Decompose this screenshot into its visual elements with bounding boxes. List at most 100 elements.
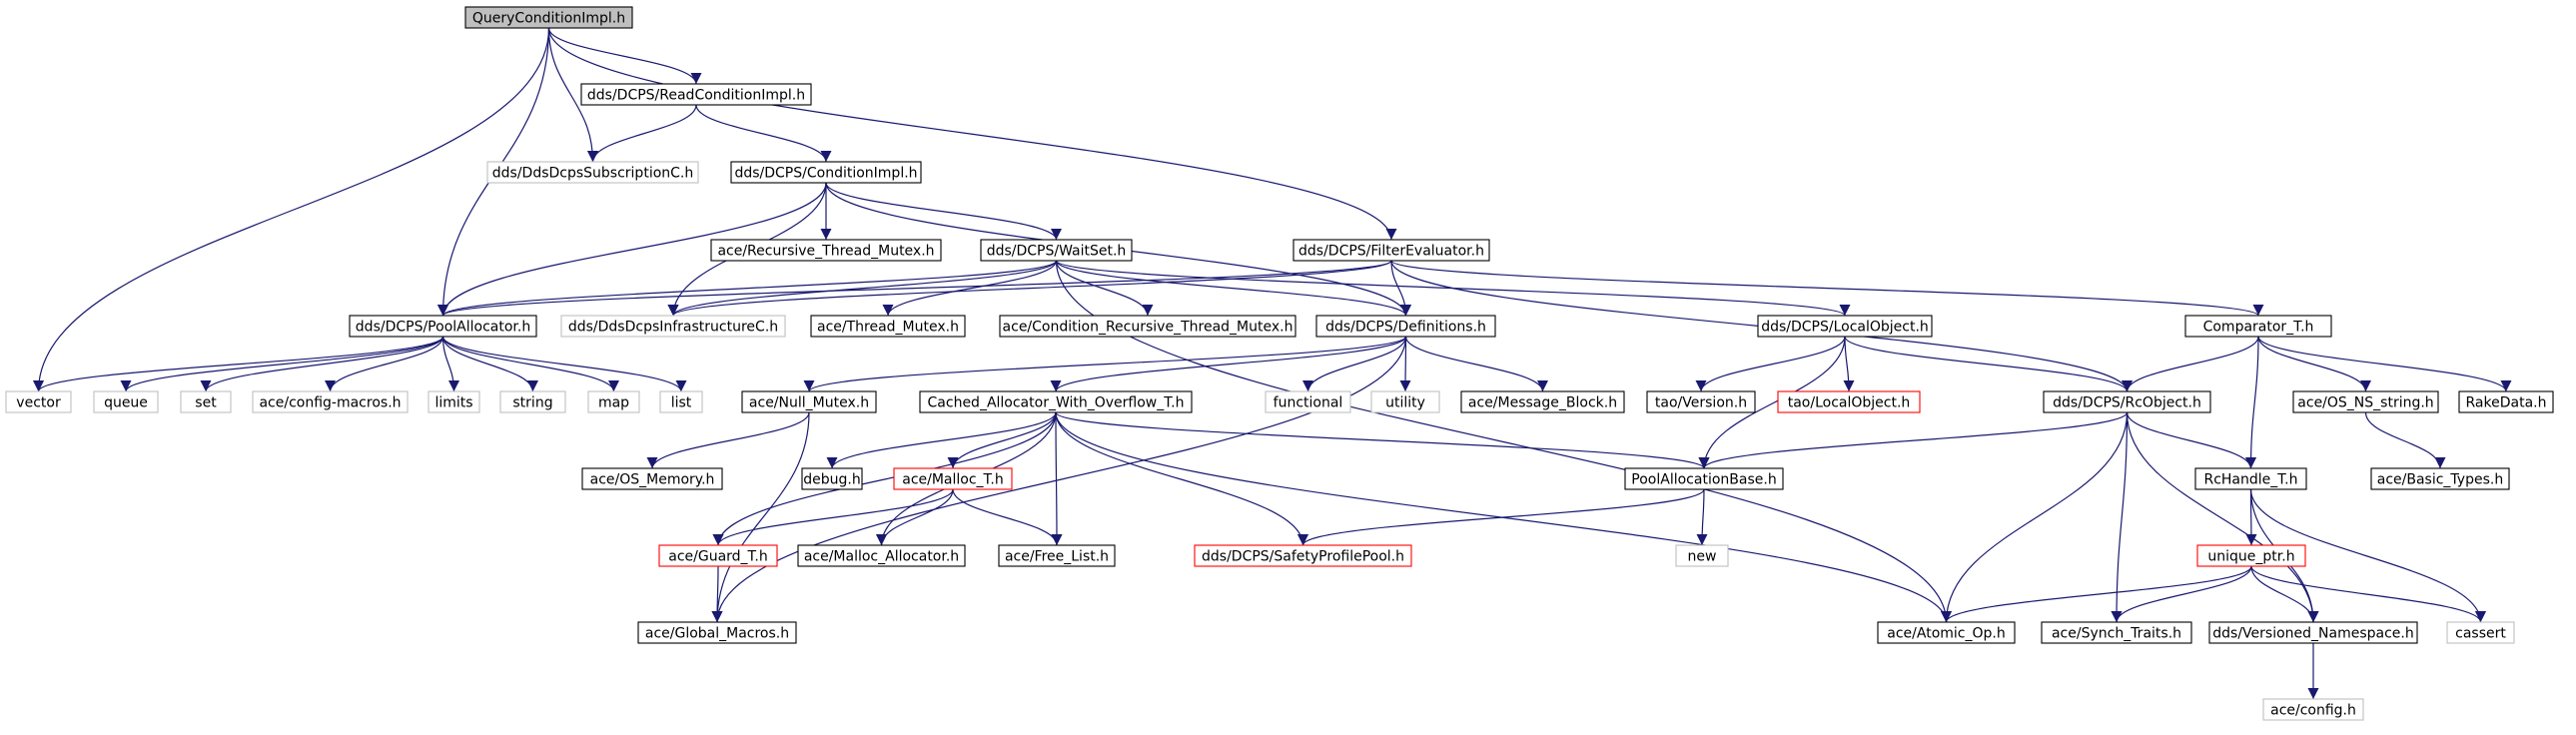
node-label-cassert: cassert — [2455, 626, 2506, 642]
node-label-nullmutex: ace/Null_Mutex.h — [749, 395, 869, 411]
node-waitset[interactable]: dds/DCPS/WaitSet.h — [980, 239, 1133, 262]
node-localobj[interactable]: dds/DCPS/LocalObject.h — [1757, 315, 1933, 338]
edge-condimpl-to-waitset — [825, 182, 1062, 241]
node-threadmutex[interactable]: ace/Thread_Mutex.h — [810, 315, 966, 338]
node-nullmutex[interactable]: ace/Null_Mutex.h — [741, 390, 877, 413]
edge-rcobject-to-atomicop — [1941, 411, 2129, 623]
edge-root-to-readcond — [547, 27, 702, 85]
node-label-versionedns: dds/Versioned_Namespace.h — [2212, 626, 2413, 642]
node-osmemory[interactable]: ace/OS_Memory.h — [581, 467, 723, 490]
node-taoversion[interactable]: tao/Version.h — [1646, 390, 1756, 413]
node-label-atomicop: ace/Atomic_Op.h — [1887, 626, 2005, 642]
node-box-waitset — [980, 239, 1133, 262]
edge-rcobject-to-poolallocbase — [1698, 411, 2129, 469]
node-box-mallocalloc — [797, 544, 966, 567]
node-cachedalloc[interactable]: Cached_Allocator_With_Overflow_T.h — [919, 390, 1193, 413]
edge-waitset-to-definitions — [1055, 260, 1411, 317]
edge-waitset-to-atomicop — [1055, 260, 1952, 623]
node-label-osnsstring: ace/OS_NS_string.h — [2297, 395, 2433, 411]
edge-uniqueptr-to-versionedns — [2250, 565, 2319, 623]
node-uniqueptr[interactable]: unique_ptr.h — [2196, 544, 2306, 567]
node-taolocal[interactable]: tao/LocalObject.h — [1777, 390, 1921, 413]
node-osnsstring[interactable]: ace/OS_NS_string.h — [2292, 390, 2439, 413]
node-label-recmutex: ace/Recursive_Thread_Mutex.h — [717, 244, 934, 260]
node-label-osmemory: ace/OS_Memory.h — [590, 472, 715, 488]
edge-readcond-to-condimpl — [695, 104, 832, 163]
node-globalmacros[interactable]: ace/Global_Macros.h — [637, 621, 797, 644]
edge-localobj-to-rcobject — [1844, 336, 2133, 392]
node-box-readcond — [580, 83, 812, 106]
node-guardt[interactable]: ace/Guard_T.h — [658, 544, 778, 567]
edge-localobj-to-taoversion — [1695, 336, 1846, 392]
node-box-taoversion — [1646, 390, 1756, 413]
node-box-functional — [1265, 390, 1351, 413]
node-condimpl[interactable]: dds/DCPS/ConditionImpl.h — [730, 161, 922, 184]
node-box-localobj — [1757, 315, 1933, 338]
node-basictypes[interactable]: ace/Basic_Types.h — [2370, 467, 2510, 490]
node-box-list — [659, 390, 703, 413]
node-ddsinfra: dds/DdsDcpsInfrastructureC.h — [560, 315, 786, 338]
edge-waitset-to-poolalloc — [437, 260, 1058, 317]
node-poolalloc[interactable]: dds/DCPS/PoolAllocator.h — [349, 315, 537, 338]
node-label-queue: queue — [104, 395, 148, 411]
node-functional: functional — [1265, 390, 1351, 413]
node-label-functional: functional — [1274, 395, 1343, 411]
edge-comparator-to-osnsstring — [2257, 336, 2371, 392]
node-rcobject[interactable]: dds/DCPS/RcObject.h — [2043, 390, 2211, 413]
node-rchandle[interactable]: RcHandle_T.h — [2194, 467, 2307, 490]
node-malloct[interactable]: ace/Malloc_T.h — [893, 467, 1013, 490]
node-box-osnsstring — [2292, 390, 2439, 413]
node-box-taolocal — [1777, 390, 1921, 413]
node-rakedata[interactable]: RakeData.h — [2458, 390, 2554, 413]
node-label-cachedalloc: Cached_Allocator_With_Overflow_T.h — [928, 395, 1185, 411]
edge-rcobject-to-rchandle — [2126, 411, 2256, 469]
node-box-set — [180, 390, 232, 413]
edge-waitset-to-ddsinfra — [667, 260, 1058, 317]
node-box-safetypool — [1194, 544, 1412, 567]
node-box-poolalloc — [349, 315, 537, 338]
node-box-map — [587, 390, 640, 413]
node-box-synchtraits — [2041, 621, 2192, 644]
node-box-guardt — [658, 544, 778, 567]
edge-poolalloc-to-string — [441, 336, 538, 392]
node-debug[interactable]: debug.h — [801, 467, 863, 490]
node-versionedns[interactable]: dds/Versioned_Namespace.h — [2208, 621, 2418, 644]
edge-waitset-to-threadmutex — [882, 260, 1058, 317]
edge-uniqueptr-to-synchtraits — [2111, 565, 2252, 623]
node-label-uniqueptr: unique_ptr.h — [2207, 549, 2294, 565]
node-safetypool[interactable]: dds/DCPS/SafetyProfilePool.h — [1194, 544, 1412, 567]
node-comparator[interactable]: Comparator_T.h — [2184, 315, 2332, 338]
node-label-freelist: ace/Free_List.h — [1005, 549, 1109, 565]
node-box-condimpl — [730, 161, 922, 184]
node-new: new — [1675, 544, 1729, 567]
node-mallocalloc[interactable]: ace/Malloc_Allocator.h — [797, 544, 966, 567]
node-synchtraits[interactable]: ace/Synch_Traits.h — [2041, 621, 2192, 644]
node-definitions[interactable]: dds/DCPS/Definitions.h — [1315, 315, 1496, 338]
node-condrecmutex[interactable]: ace/Condition_Recursive_Thread_Mutex.h — [999, 315, 1296, 338]
edge-root-to-vector — [33, 27, 550, 392]
node-box-aceconfig — [2262, 698, 2364, 721]
edge-cachedalloc-to-freelist — [1051, 411, 1063, 546]
edge-malloct-to-mallocalloc — [876, 488, 954, 546]
node-filtereval[interactable]: dds/DCPS/FilterEvaluator.h — [1292, 239, 1490, 262]
node-label-condimpl: dds/DCPS/ConditionImpl.h — [734, 166, 917, 182]
node-recmutex[interactable]: ace/Recursive_Thread_Mutex.h — [710, 239, 942, 262]
edge-malloct-to-freelist — [952, 488, 1063, 546]
node-label-configmacros: ace/config-macros.h — [259, 395, 401, 411]
node-label-msgblock: ace/Message_Block.h — [1468, 395, 1617, 411]
node-readcond[interactable]: dds/DCPS/ReadConditionImpl.h — [580, 83, 812, 106]
node-label-definitions: dds/DCPS/Definitions.h — [1325, 320, 1486, 336]
node-msgblock[interactable]: ace/Message_Block.h — [1460, 390, 1625, 413]
edge-comparator-to-rchandle — [2245, 336, 2259, 469]
node-label-rcobject: dds/DCPS/RcObject.h — [2053, 395, 2201, 411]
node-box-configmacros — [252, 390, 409, 413]
node-box-utility — [1370, 390, 1440, 413]
node-poolallocbase[interactable]: PoolAllocationBase.h — [1624, 467, 1784, 490]
node-atomicop[interactable]: ace/Atomic_Op.h — [1877, 621, 2016, 644]
node-label-utility: utility — [1385, 395, 1425, 411]
node-freelist[interactable]: ace/Free_List.h — [998, 544, 1116, 567]
node-box-ddssub — [486, 161, 699, 184]
edge-readcond-to-ddssub — [587, 104, 697, 163]
node-label-mallocalloc: ace/Malloc_Allocator.h — [804, 549, 959, 565]
node-box-ddsinfra — [560, 315, 786, 338]
